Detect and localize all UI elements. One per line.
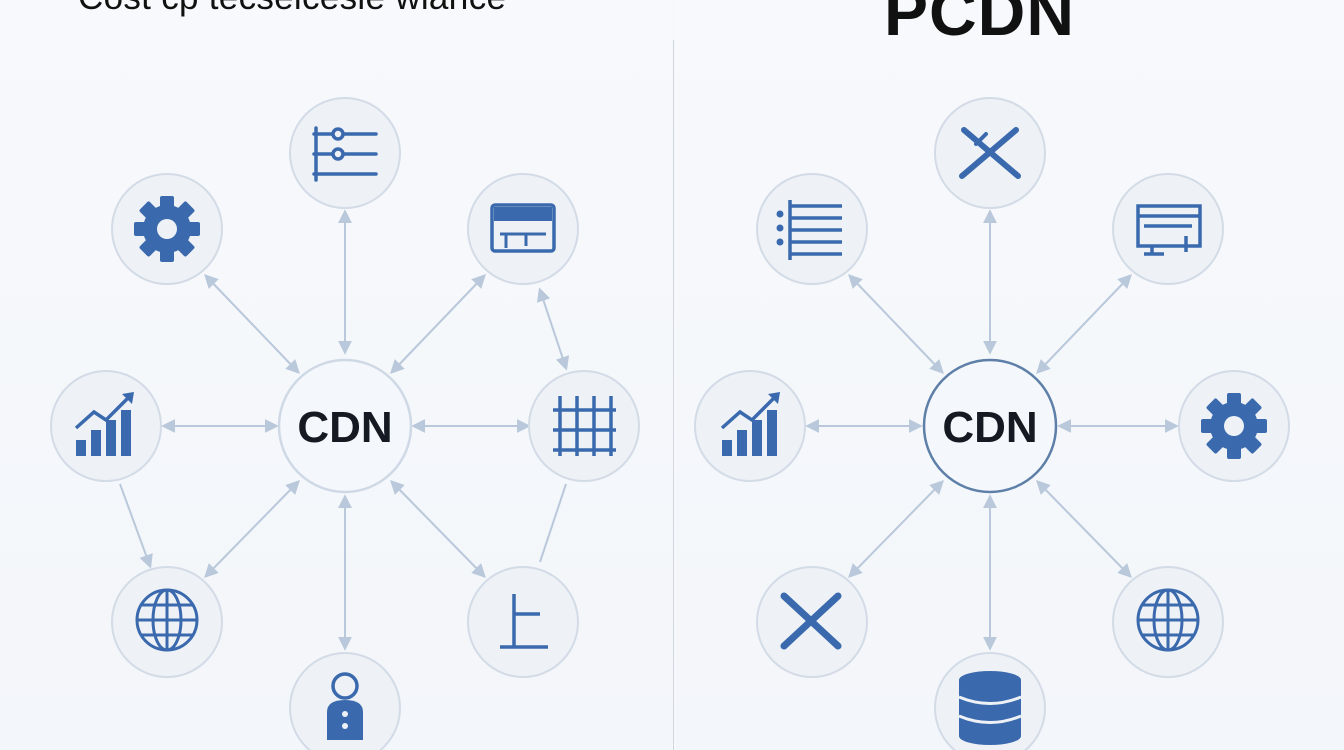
left-node-sliders: [289, 97, 401, 209]
right-title: PCDN: [884, 0, 1076, 49]
right-node-tools: [934, 97, 1046, 209]
left-arrow-card-grid: [536, 287, 570, 371]
cross-icon: [780, 592, 842, 650]
left-hub-label: CDN: [297, 403, 392, 452]
right-arrow-bottomright: [1036, 479, 1132, 579]
grid-icon: [553, 396, 616, 456]
left-node-card: [467, 173, 579, 285]
monitor-icon: [1136, 204, 1202, 256]
right-node-database: [934, 652, 1046, 750]
left-node-chart: [50, 370, 162, 482]
left-connectors: [119, 209, 570, 651]
card-icon: [490, 203, 556, 253]
list-icon: [776, 200, 842, 260]
left-hub: CDN: [277, 358, 413, 494]
right-connectors: [805, 209, 1179, 651]
panel-divider: [673, 40, 674, 750]
tools-icon: [959, 127, 1021, 179]
bar-chart-icon: [720, 392, 780, 456]
gear-icon: [1201, 393, 1267, 459]
right-node-globe: [1112, 566, 1224, 678]
globe-icon: [1136, 588, 1200, 652]
left-arrow-topleft: [204, 273, 300, 375]
globe-icon: [135, 588, 199, 652]
left-arrow-chart-globe: [119, 483, 153, 569]
bracket-icon: [500, 594, 548, 649]
right-node-monitor: [1112, 173, 1224, 285]
left-arrow-topright: [390, 273, 486, 375]
right-arrow-topright: [1036, 273, 1132, 375]
database-icon: [958, 671, 1022, 745]
left-arrow-grid-bracket: [539, 483, 567, 563]
left-node-bracket: [467, 566, 579, 678]
gear-icon: [134, 196, 200, 262]
right-hub: CDN: [922, 358, 1058, 494]
right-node-gear: [1178, 370, 1290, 482]
sliders-icon: [312, 126, 378, 182]
left-node-grid: [528, 370, 640, 482]
right-node-list: [756, 173, 868, 285]
right-arrow-bottomleft: [848, 479, 944, 579]
left-title: Cost cp tecselcesie wlarice: [78, 0, 506, 18]
left-node-gear: [111, 173, 223, 285]
right-arrow-topleft: [848, 273, 944, 375]
left-node-person: [289, 652, 401, 750]
left-arrow-bottomleft: [204, 479, 300, 579]
person-icon: [327, 672, 363, 740]
right-node-cross: [756, 566, 868, 678]
right-hub-label: CDN: [942, 403, 1037, 452]
left-arrow-bottomright: [390, 479, 486, 579]
left-node-globe: [111, 566, 223, 678]
bar-chart-icon: [74, 392, 134, 456]
right-node-chart: [694, 370, 806, 482]
